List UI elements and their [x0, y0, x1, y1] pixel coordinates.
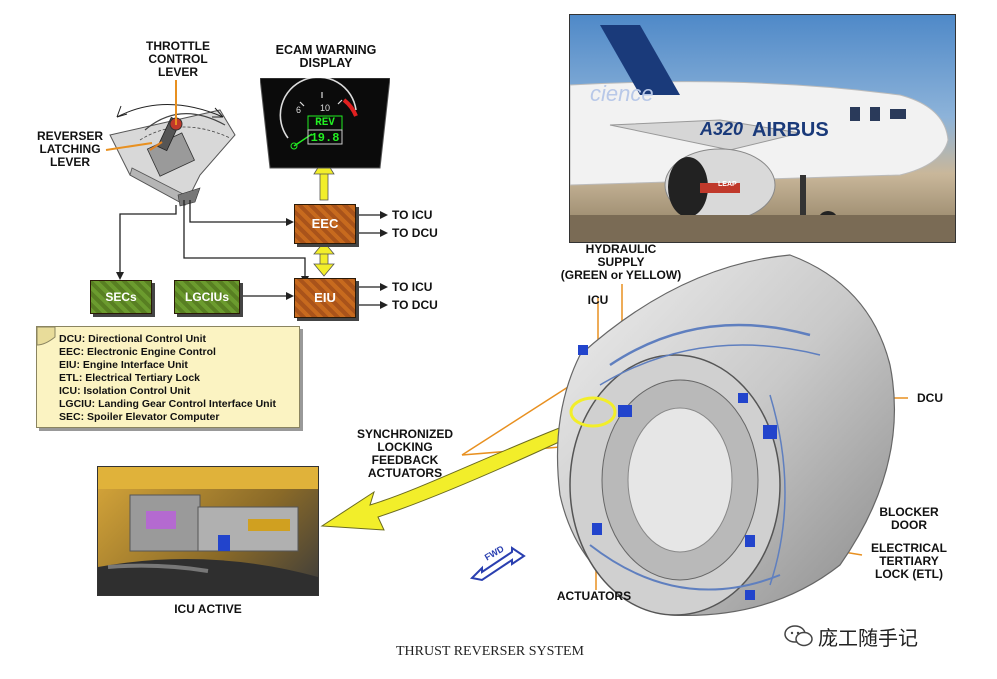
ecam-display-screen	[260, 78, 390, 169]
icu-active-label: ICU ACTIVE	[174, 602, 242, 616]
figure-caption: THRUST REVERSER SYSTEM	[396, 644, 584, 659]
thrust-reverser-cutaway-illustration	[556, 254, 895, 617]
lgcius-box: LGCIUs	[174, 280, 240, 314]
legend-item: ETL: Electrical Tertiary Lock	[59, 372, 201, 384]
ecam-n1-value: 19.8	[310, 131, 340, 145]
eiu-to-dcu-label: TO DCU	[392, 298, 438, 312]
ecam-warning-display-label: ECAM WARNING DISPLAY	[275, 43, 377, 70]
airbus-logo: AIRBUS	[752, 119, 829, 141]
fwd-direction-arrow	[469, 546, 526, 582]
abbreviation-legend: DCU: Directional Control Unit EEC: Elect…	[36, 326, 300, 428]
legend-item: EEC: Electronic Engine Control	[59, 346, 216, 358]
dcu-label: DCU	[917, 391, 943, 405]
ecam-rev-indicator: REV	[315, 117, 335, 129]
a320-logo: A320	[700, 119, 744, 139]
blocker-door-label: BLOCKER DOOR	[879, 505, 939, 532]
aircraft-photo: cience A320 AIRBUS LEAP	[569, 14, 956, 243]
leap-engine-logo: LEAP	[718, 181, 737, 188]
eiu-box: EIU	[294, 278, 356, 318]
secs-box: SECs	[90, 280, 152, 314]
eec-to-icu-label: TO ICU	[392, 208, 433, 222]
reverser-latching-lever-label: REVERSER LATCHING LEVER	[36, 129, 104, 169]
wechat-icon	[784, 625, 813, 647]
eiu-to-icu-label: TO ICU	[392, 280, 433, 294]
hydraulic-supply-label: HYDRAULIC SUPPLY (GREEN or YELLOW)	[560, 242, 682, 282]
actuators-label: ACTUATORS	[556, 589, 632, 603]
ecam-tick-10: 10	[320, 103, 331, 113]
lever-travel-arrow	[116, 104, 224, 118]
icu-installation-photo	[97, 466, 319, 596]
livery-text: cience	[590, 81, 654, 106]
legend-page-curl-icon	[36, 326, 56, 346]
icu-label: ICU	[587, 293, 609, 307]
synchronized-actuators-label: SYNCHRONIZED LOCKING FEEDBACK ACTUATORS	[356, 427, 453, 480]
ecam-tick-6: 6	[296, 105, 302, 115]
legend-item: EIU: Engine Interface Unit	[59, 359, 188, 371]
eec-box: EEC	[294, 204, 356, 244]
throttle-control-lever-label: THROTTLE CONTROL LEVER	[146, 39, 210, 79]
legend-item: SEC: Spoiler Elevator Computer	[59, 411, 220, 423]
legend-item: DCU: Directional Control Unit	[59, 333, 206, 345]
watermark-text: 庞工随手记	[818, 626, 918, 650]
throttle-quadrant-illustration	[109, 109, 236, 207]
legend-item: ICU: Isolation Control Unit	[59, 385, 191, 397]
legend-item: LGCIU: Landing Gear Control Interface Un…	[59, 398, 277, 410]
etl-label: ELECTRICAL TERTIARY LOCK (ETL)	[871, 541, 947, 581]
eec-to-dcu-label: TO DCU	[392, 226, 438, 240]
